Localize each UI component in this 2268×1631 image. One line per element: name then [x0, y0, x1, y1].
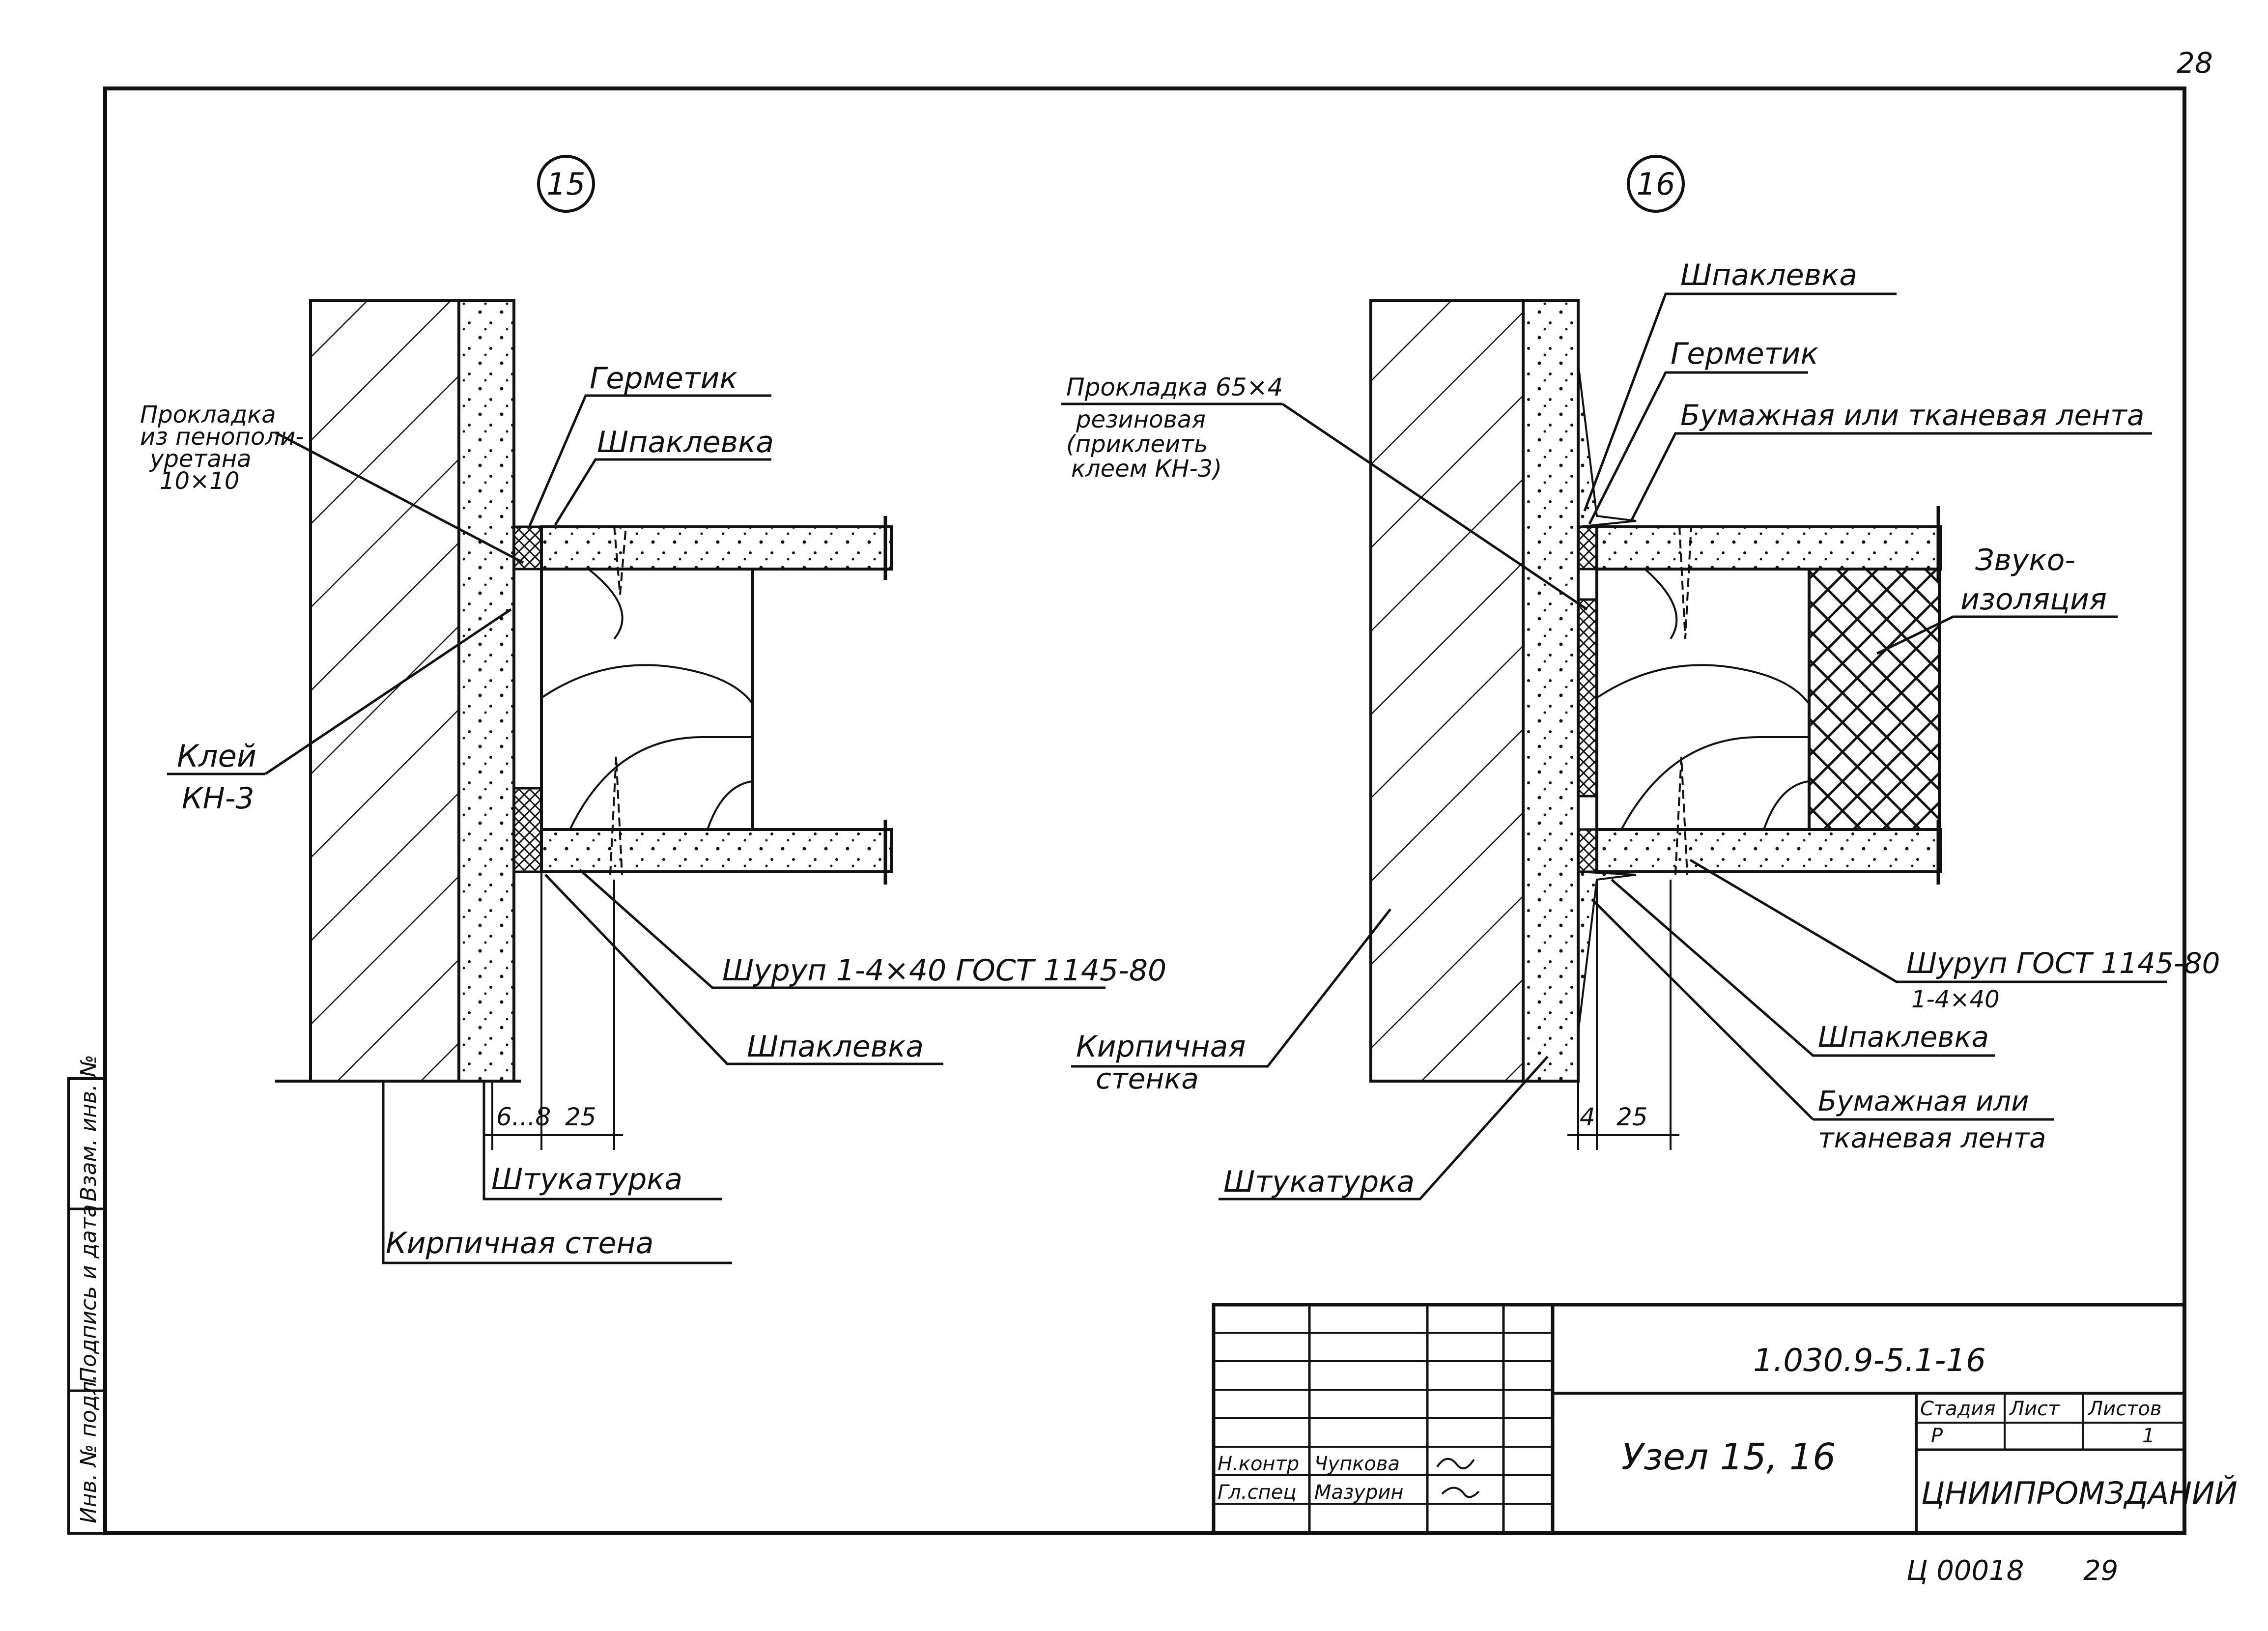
- title-block: Н.контр Чупкова Гл.спец Мазурин 1.030.9-…: [1212, 1303, 2238, 1535]
- brick-wall-16: [1369, 299, 1525, 1083]
- upper-board-16: [1595, 525, 1942, 571]
- side-stamp: Инв. № подл. Подпись и дата Взам. инв. №: [67, 1055, 107, 1535]
- node-15-marker: [537, 155, 595, 213]
- dim-gap-15: 6...8: [496, 1103, 551, 1131]
- label-prokladka-15-line3: уретана: [149, 445, 252, 473]
- label-shtukaturka-16: Штукатурка: [1223, 1165, 1415, 1199]
- label-shpaklevka-top-15: Шпаклевка: [597, 425, 774, 459]
- col-stage: Стадия: [1920, 1398, 1995, 1420]
- node-16: 16 4 25 Шпаклевк: [1061, 155, 2220, 1201]
- archive-number: 29: [2083, 1555, 2118, 1587]
- label-zvuko-16-line1: Звуко-: [1975, 543, 2075, 577]
- label-shurup-16-line1: Шуруп ГОСТ 1145-80: [1906, 946, 2220, 980]
- col-sheets: Листов: [2087, 1398, 2161, 1420]
- label-shurup-15: Шуруп 1-4×40 ГОСТ 1145-80: [722, 953, 1166, 988]
- label-lenta-bottom-16-line2: тканевая лента: [1818, 1122, 2046, 1154]
- page-number: 28: [2177, 46, 2213, 80]
- archive-code: Ц 00018: [1906, 1555, 2024, 1587]
- side-stamp-replace: Взам. инв. №: [76, 1055, 101, 1202]
- label-prokladka-16-line1: Прокладка 65×4: [1066, 373, 1283, 401]
- role-2: Гл.спец: [1218, 1481, 1297, 1504]
- label-prokladka-16-line3: (приклеить: [1066, 430, 1208, 458]
- label-prokladka-16-line2: резиновая: [1076, 406, 1206, 433]
- side-stamp-sign: Подпись и дата: [76, 1204, 101, 1383]
- label-prokladka-15-line1: Прокладка: [140, 401, 276, 429]
- lower-board-15: [540, 828, 893, 873]
- drawing-frame: [103, 86, 2186, 1535]
- dim-gap-16: 4: [1580, 1103, 1595, 1131]
- rubber-gasket-16: [1577, 598, 1598, 798]
- node-15: 15 6...8 25 Герметик Шп: [140, 155, 1166, 1264]
- rubber-gasket-top-16: [1577, 525, 1598, 571]
- col-sheet: Лист: [2009, 1398, 2060, 1420]
- plaster-15: [457, 299, 515, 1083]
- label-shpaklevka-bottom-16: Шпаклевка: [1818, 1020, 1989, 1054]
- foam-gasket-lower-15: [512, 787, 543, 873]
- label-prokladka-15-line4: 10×10: [160, 467, 239, 495]
- label-lenta-top-16: Бумажная или тканевая лента: [1680, 399, 2144, 432]
- label-shtukaturka-15: Штукатурка: [491, 1162, 682, 1197]
- label-kirpichnaya-15: Кирпичная стена: [386, 1226, 653, 1260]
- signature-marks: [1436, 1458, 1480, 1498]
- label-klei-15-line2: КН-3: [182, 781, 255, 816]
- label-germetik-16: Герметик: [1671, 337, 1818, 371]
- doc-code: 1.030.9-5.1-16: [1753, 1343, 1986, 1379]
- label-zvuko-16-line2: изоляция: [1960, 582, 2107, 617]
- rubber-gasket-bottom-16: [1577, 828, 1598, 873]
- upper-board-15: [540, 525, 893, 571]
- sheet-title: Узел 15, 16: [1621, 1436, 1836, 1478]
- node-16-id: 16: [1637, 166, 1675, 202]
- timber-16: [1595, 568, 1811, 831]
- label-lenta-bottom-16-line1: Бумажная или: [1818, 1086, 2029, 1117]
- label-shurup-16-line2: 1-4×40: [1911, 986, 2000, 1013]
- dim-offset-15: 25: [565, 1103, 596, 1131]
- side-stamp-inv: Инв. № подл.: [76, 1374, 101, 1523]
- label-prokladka-15-line2: из пенополи-: [140, 423, 304, 451]
- sheets-value: 1: [2142, 1425, 2155, 1447]
- label-shpaklevka-top-16: Шпаклевка: [1680, 258, 1857, 292]
- node-15-id: 15: [547, 166, 586, 202]
- sound-insulation-16: [1808, 568, 1941, 831]
- org-name: ЦНИИПРОМЗДАНИЙ: [1921, 1475, 2238, 1511]
- role-1: Н.контр: [1218, 1453, 1299, 1475]
- brick-wall-15: [309, 299, 460, 1083]
- plaster-16: [1522, 299, 1580, 1083]
- label-shpaklevka-bottom-15: Шпаклевка: [747, 1030, 924, 1064]
- label-germetik-15: Герметик: [590, 361, 737, 396]
- label-prokladka-16-line4: клеем КН-3): [1071, 455, 1222, 483]
- label-klei-15-line1: Клей: [177, 738, 256, 774]
- foam-gasket-upper-15: [512, 525, 543, 571]
- dim-offset-16: 25: [1616, 1103, 1648, 1131]
- label-kirpichnaya-16-line1: Кирпичная: [1076, 1030, 1246, 1064]
- timber-15: [540, 568, 754, 831]
- lower-board-16: [1595, 828, 1942, 873]
- stage-value: Р: [1931, 1425, 1943, 1447]
- node-16-marker: [1627, 155, 1685, 213]
- name-1: Чупкова: [1314, 1453, 1400, 1475]
- name-2: Мазурин: [1314, 1481, 1404, 1504]
